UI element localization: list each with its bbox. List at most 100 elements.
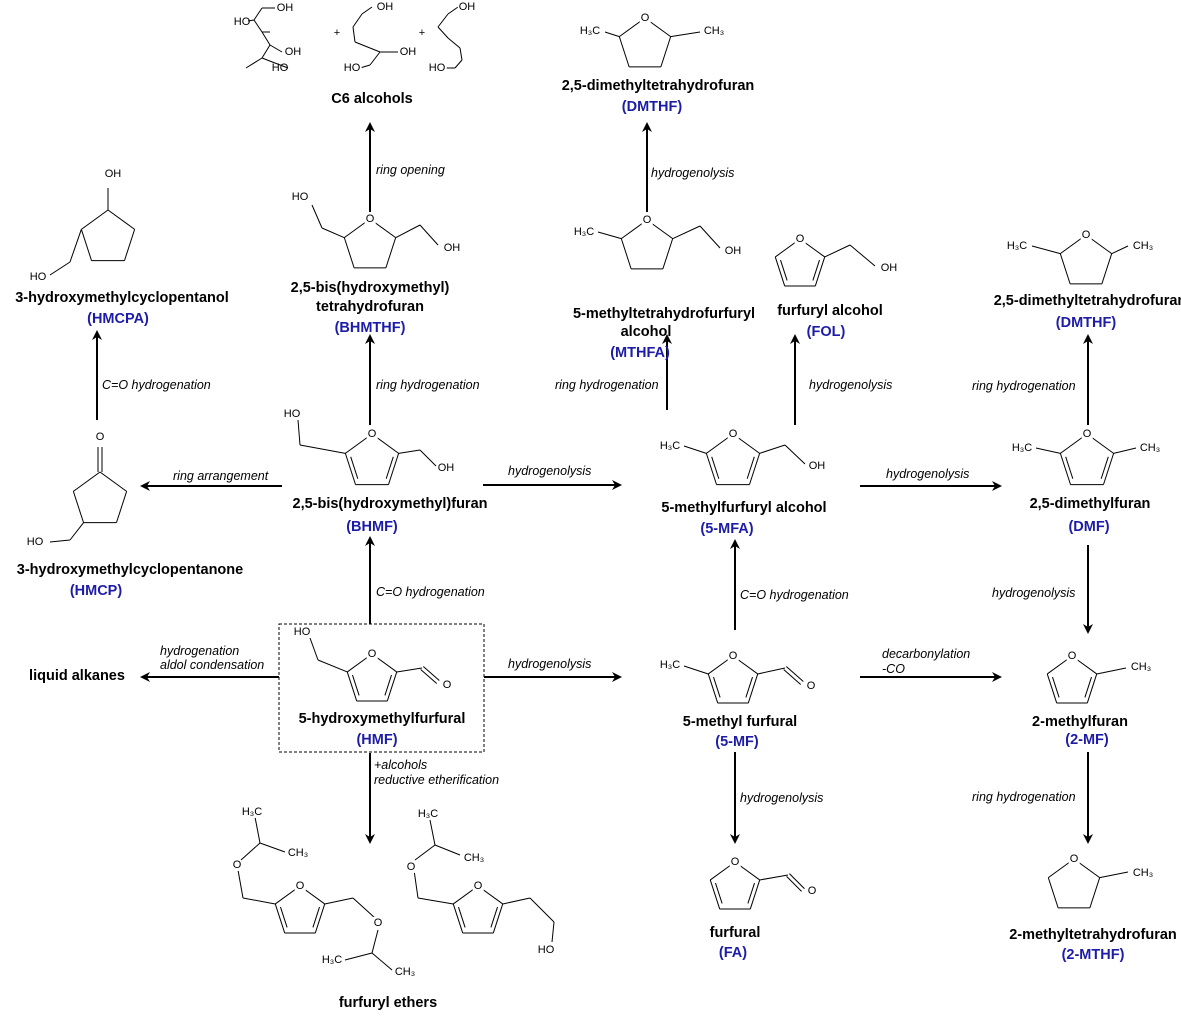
abbr-hmf: (HMF): [356, 732, 397, 748]
bond: [785, 666, 804, 682]
bond: [715, 882, 723, 904]
bond: [386, 671, 398, 702]
atom-label-oh: OH: [277, 2, 294, 14]
bond: [749, 879, 761, 910]
label-hydrogenolysis: hydrogenolysis: [740, 791, 823, 805]
atom-label-ho: HO: [234, 16, 251, 28]
abbr-dmthf-top: (DMTHF): [622, 99, 683, 115]
bond: [371, 929, 379, 954]
bond: [387, 453, 400, 485]
bond: [597, 231, 622, 240]
atom-label-ch3: CH₃: [395, 966, 415, 978]
bond: [324, 897, 354, 905]
atom-label-o: O: [729, 650, 738, 662]
atom-label-o: O: [296, 880, 305, 892]
bond: [245, 57, 263, 69]
bond: [396, 667, 423, 673]
bond: [261, 31, 271, 46]
atom-label-h3c: H₃C: [660, 440, 680, 452]
bond: [361, 6, 373, 15]
bond: [618, 36, 630, 67]
atom-label-oh: OH: [881, 262, 898, 274]
bond: [502, 897, 531, 905]
bond: [297, 419, 301, 446]
name-hmcpa: 3-hydroxymethylcyclopentanol: [15, 290, 229, 306]
atom-label-o: O: [407, 861, 416, 873]
bond: [253, 19, 263, 33]
atom-label-ho: HO: [272, 62, 289, 74]
bond: [1100, 456, 1109, 479]
abbr-fol: (FOL): [807, 324, 846, 340]
label-hydrogenolysis: hydrogenolysis: [886, 467, 969, 481]
bond: [757, 667, 786, 675]
abbr-bhmthf: (BHMTHF): [335, 320, 406, 336]
bond: [745, 676, 753, 698]
bond: [413, 869, 419, 899]
bond: [1031, 245, 1061, 255]
bond: [660, 36, 672, 67]
bond: [123, 229, 136, 261]
atom-label-oh: OH: [444, 242, 461, 254]
bond: [384, 674, 392, 696]
label-minus-co: -CO: [882, 662, 905, 676]
bond: [1047, 877, 1059, 908]
label-co-hydrogenation: C=O hydrogenation: [376, 585, 485, 599]
atom-label-h3c: H₃C: [1007, 240, 1027, 252]
atom-label-ho: HO: [284, 408, 301, 420]
compound-labels: C6 alcohols 2,5-dimethyltetrahydrofuran …: [15, 78, 1181, 1011]
atom-label-o: O: [729, 428, 738, 440]
bond: [354, 41, 371, 49]
bond: [343, 237, 355, 268]
atom-label-o: O: [368, 428, 377, 440]
bond: [699, 225, 721, 249]
name-2-mf: 2-methylfuran: [1032, 714, 1128, 730]
bond: [309, 637, 319, 661]
bond: [1102, 453, 1115, 485]
bond: [419, 449, 437, 467]
bond: [414, 844, 436, 861]
atom-label-o: O: [643, 214, 652, 226]
atom-label-o: O: [96, 431, 105, 443]
name-c6-alcohols: C6 alcohols: [331, 91, 412, 107]
bond: [454, 59, 463, 69]
atom-label-oh: OH: [377, 1, 394, 13]
structure-hmcp: OHO: [25, 430, 128, 548]
name-5-mf: 5-methyl furfural: [683, 714, 797, 730]
atom-label-o: O: [807, 680, 816, 692]
label-ring-hydrogenation: ring hydrogenation: [555, 378, 659, 392]
bond: [350, 456, 359, 479]
bond: [780, 259, 788, 281]
bond: [1086, 673, 1098, 704]
bond: [80, 229, 93, 261]
bond: [789, 873, 805, 889]
label-hydrogenolysis: hydrogenolysis: [809, 378, 892, 392]
atom-label-o: O: [1082, 229, 1091, 241]
atom-label-ch3: CH₃: [704, 25, 724, 37]
bond: [1111, 245, 1129, 255]
atom-label-ho: HO: [429, 62, 446, 74]
bond: [434, 844, 461, 856]
bond: [240, 842, 261, 861]
bond: [458, 906, 466, 928]
structure-furfural: OO: [709, 855, 818, 910]
abbr-dmthf-right: (DMTHF): [1056, 315, 1117, 331]
abbr-hmcpa: (HMCPA): [87, 311, 149, 327]
bond: [259, 842, 286, 853]
bond: [711, 456, 720, 479]
bond: [1052, 676, 1060, 698]
atom-label-o: O: [1068, 650, 1077, 662]
bond: [352, 13, 363, 28]
bond: [447, 37, 461, 49]
bond: [371, 952, 393, 971]
bond: [237, 869, 244, 899]
name-bhmthf-line2: tetrahydrofuran: [316, 299, 424, 315]
bond: [73, 471, 101, 492]
label-ring-hydrogenation: ring hydrogenation: [376, 378, 480, 392]
label-ring-hydrogenation: ring hydrogenation: [972, 790, 1076, 804]
bond: [242, 897, 276, 905]
bond: [385, 237, 397, 268]
atom-label-oh: OH: [438, 462, 455, 474]
